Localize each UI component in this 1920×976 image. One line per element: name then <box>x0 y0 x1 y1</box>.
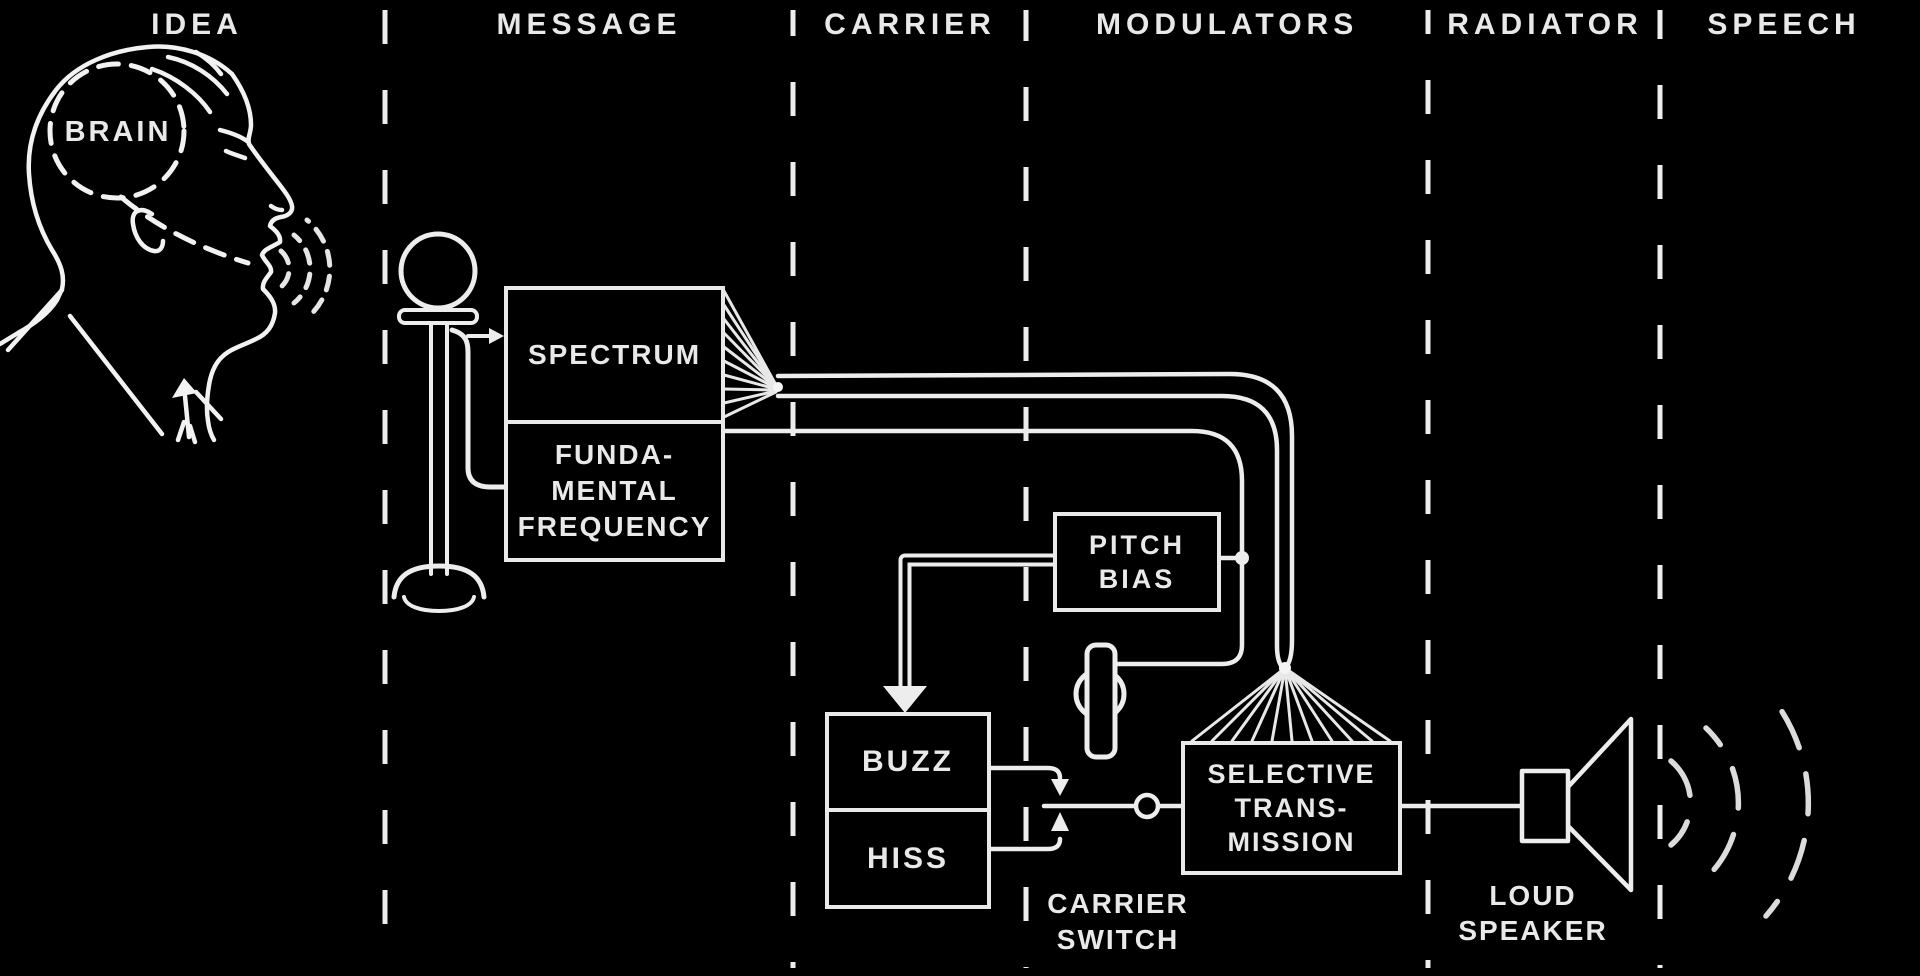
selective-transmission-box: SELECTIVE TRANS- MISSION <box>1181 741 1402 875</box>
spectrum-label: SPECTRUM <box>527 339 702 370</box>
pitch-bias-cell: PITCH BIAS <box>1057 516 1217 608</box>
carrier-switch-label-line2: SWITCH <box>1056 924 1180 955</box>
message-analysis-box: SPECTRUM FUNDA- MENTAL FREQUENCY <box>504 286 725 562</box>
loudspeaker-horn-icon <box>1519 716 1634 893</box>
microphone-icon <box>391 231 487 613</box>
buzz-hiss-box: BUZZ HISS <box>825 712 991 909</box>
carrier-switch-label-line1: CARRIER <box>1047 888 1189 919</box>
pitch-bias-label-line1: PITCH <box>1089 530 1185 560</box>
loudspeaker-label-line1: LOUD <box>1489 880 1577 911</box>
brain-outline-icon <box>47 61 251 266</box>
buzz-label: BUZZ <box>862 745 954 778</box>
signal-trunk-lines <box>721 371 1295 671</box>
brain-label: BRAIN <box>64 116 172 148</box>
pitch-bias-arrow <box>883 553 1058 713</box>
loudspeaker-label: LOUD SPEAKER <box>1433 878 1633 948</box>
speech-waves-icon <box>278 217 333 321</box>
hiss-box: HISS <box>829 812 987 905</box>
mic-connector-lines <box>449 327 509 490</box>
column-separator-icon <box>382 10 1663 968</box>
carrier-switch-contact-icon <box>1041 792 1187 820</box>
selective-fan-icon <box>1190 662 1392 743</box>
fundamental-label-line2: MENTAL <box>551 475 678 506</box>
pitch-bias-box: PITCH BIAS <box>1053 512 1221 612</box>
buzz-hiss-arrows <box>987 765 1069 852</box>
carrier-switch-label: CARRIER SWITCH <box>1030 886 1206 958</box>
buzz-box: BUZZ <box>829 716 987 812</box>
pitch-bias-label-line2: BIAS <box>1098 564 1176 594</box>
fundamental-label-line3: FREQUENCY <box>517 511 712 542</box>
head-profile-icon <box>0 44 295 445</box>
hiss-label: HISS <box>866 841 950 875</box>
reed-relay-icon <box>1073 642 1127 760</box>
selective-transmission-cell: SELECTIVE TRANS- MISSION <box>1185 745 1398 871</box>
column-header-speech: SPEECH <box>1707 8 1861 41</box>
column-header-radiator: RADIATOR <box>1447 8 1643 41</box>
column-header-carrier: CARRIER <box>824 8 996 41</box>
fundamental-label-line1: FUNDA- <box>554 439 675 470</box>
selective-label-line1: SELECTIVE <box>1207 759 1376 789</box>
selective-label-line3: MISSION <box>1227 827 1356 857</box>
column-header-idea: IDEA <box>151 8 243 41</box>
column-header-modulators: MODULATORS <box>1096 8 1359 41</box>
spectrum-box: SPECTRUM <box>508 290 721 424</box>
sound-waves-icon <box>1668 687 1811 919</box>
fundamental-frequency-box: FUNDA- MENTAL FREQUENCY <box>508 424 721 558</box>
selective-label-line2: TRANS- <box>1234 793 1349 823</box>
column-header-message: MESSAGE <box>496 8 682 41</box>
spectrum-fan-icon <box>722 289 783 419</box>
loudspeaker-label-line2: SPEAKER <box>1458 915 1608 946</box>
